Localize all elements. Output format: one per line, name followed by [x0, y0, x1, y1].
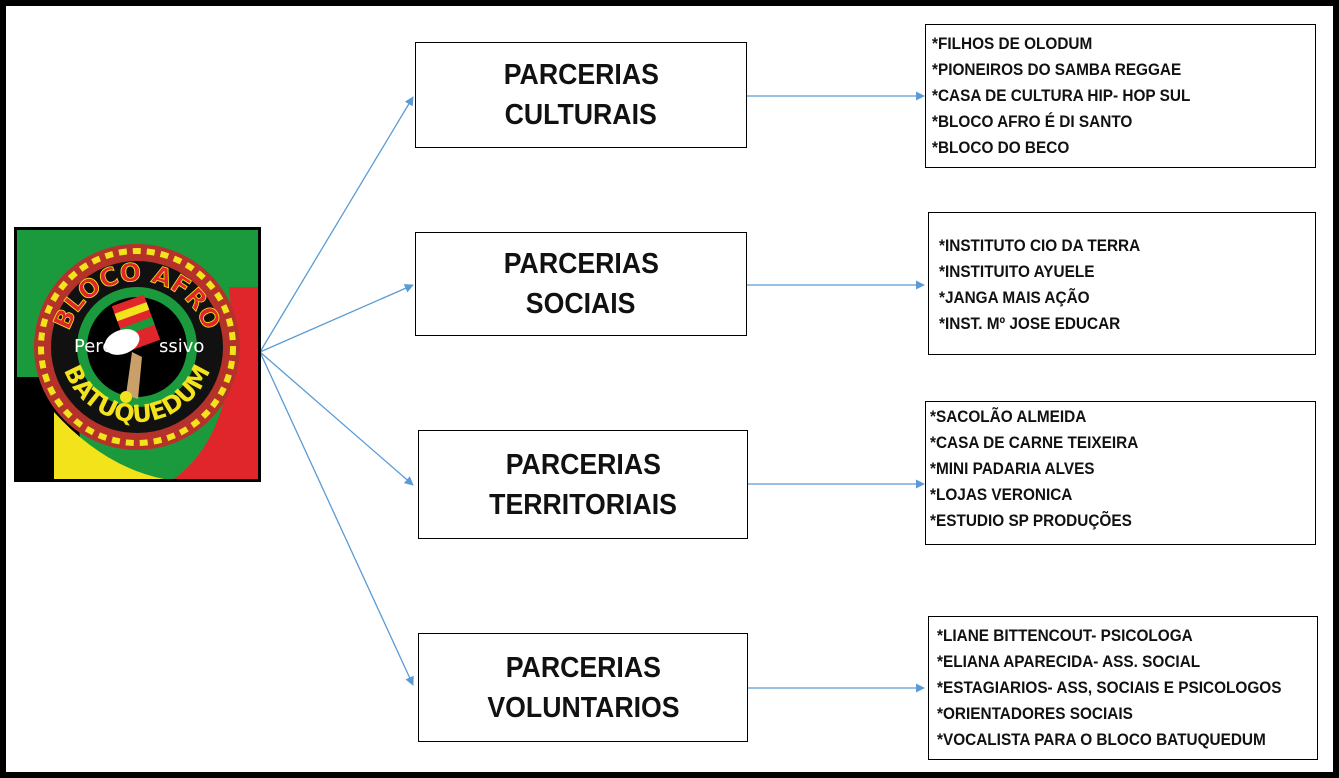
partner-list-territoriais: *SACOLÃO ALMEIDA *CASA DE CARNE TEIXEIRA…	[925, 401, 1316, 545]
category-line1: PARCERIAS	[505, 448, 661, 481]
category-line1: PARCERIAS	[503, 248, 659, 280]
category-line1: PARCERIAS	[505, 651, 661, 684]
list-item: *CASA DE CULTURA HIP- HOP SUL	[932, 87, 1191, 105]
list-item: *ESTUDIO SP PRODUÇÕES	[930, 512, 1132, 530]
list-item: *CASA DE CARNE TEIXEIRA	[930, 434, 1139, 452]
partner-list-voluntarios: *LIANE BITTENCOUT- PSICOLOGA *ELIANA APA…	[928, 616, 1318, 760]
logo-side-left: Percu	[74, 336, 124, 357]
list-item: *BLOCO DO BECO	[932, 139, 1070, 157]
category-line2: VOLUNTARIOS	[486, 691, 680, 724]
list-item: *INSTITUITO AYUELE	[939, 263, 1095, 281]
category-line2: CULTURAIS	[504, 99, 658, 131]
category-box-territoriais: PARCERIAS TERRITORIAIS	[418, 430, 748, 539]
drum-icon	[104, 294, 161, 403]
list-item: *LOJAS VERONICA	[930, 486, 1073, 504]
list-item: *LIANE BITTENCOUT- PSICOLOGA	[937, 627, 1193, 645]
list-item: *ORIENTADORES SOCIAIS	[937, 705, 1133, 723]
category-line1: PARCERIAS	[503, 59, 659, 91]
list-item: *VOCALISTA PARA O BLOCO BATUQUEDUM	[937, 731, 1266, 749]
list-item: *JANGA MAIS AÇÃO	[939, 289, 1090, 307]
list-item: *FILHOS DE OLODUM	[932, 35, 1093, 53]
list-item: *ESTAGIARIOS- ASS, SOCIAIS E PSICOLOGOS	[937, 679, 1282, 697]
list-item: *MINI PADARIA ALVES	[930, 460, 1095, 478]
partner-list-culturais: *FILHOS DE OLODUM *PIONEIROS DO SAMBA RE…	[925, 24, 1316, 168]
logo-side-right: ssivo	[159, 336, 204, 357]
list-item: *SACOLÃO ALMEIDA	[930, 408, 1087, 426]
category-line2: SOCIAIS	[526, 288, 636, 320]
list-item: *BLOCO AFRO É DI SANTO	[932, 113, 1133, 131]
category-line2: TERRITORIAIS	[489, 488, 677, 521]
list-item: *PIONEIROS DO SAMBA REGGAE	[932, 61, 1182, 79]
list-item: *INST. Mº JOSE EDUCAR	[939, 315, 1121, 333]
batuquedum-logo: BLOCO AFRO BATUQUEDUM Percu ssivo	[14, 227, 261, 482]
list-item: *INSTITUTO CIO DA TERRA	[939, 237, 1141, 255]
list-item: *ELIANA APARECIDA- ASS. SOCIAL	[937, 653, 1201, 671]
category-box-voluntarios: PARCERIAS VOLUNTARIOS	[418, 633, 748, 742]
partner-list-sociais: *INSTITUTO CIO DA TERRA *INSTITUITO AYUE…	[928, 212, 1316, 355]
category-box-culturais: PARCERIAS CULTURAIS	[415, 42, 747, 148]
category-box-sociais: PARCERIAS SOCIAIS	[415, 232, 747, 336]
